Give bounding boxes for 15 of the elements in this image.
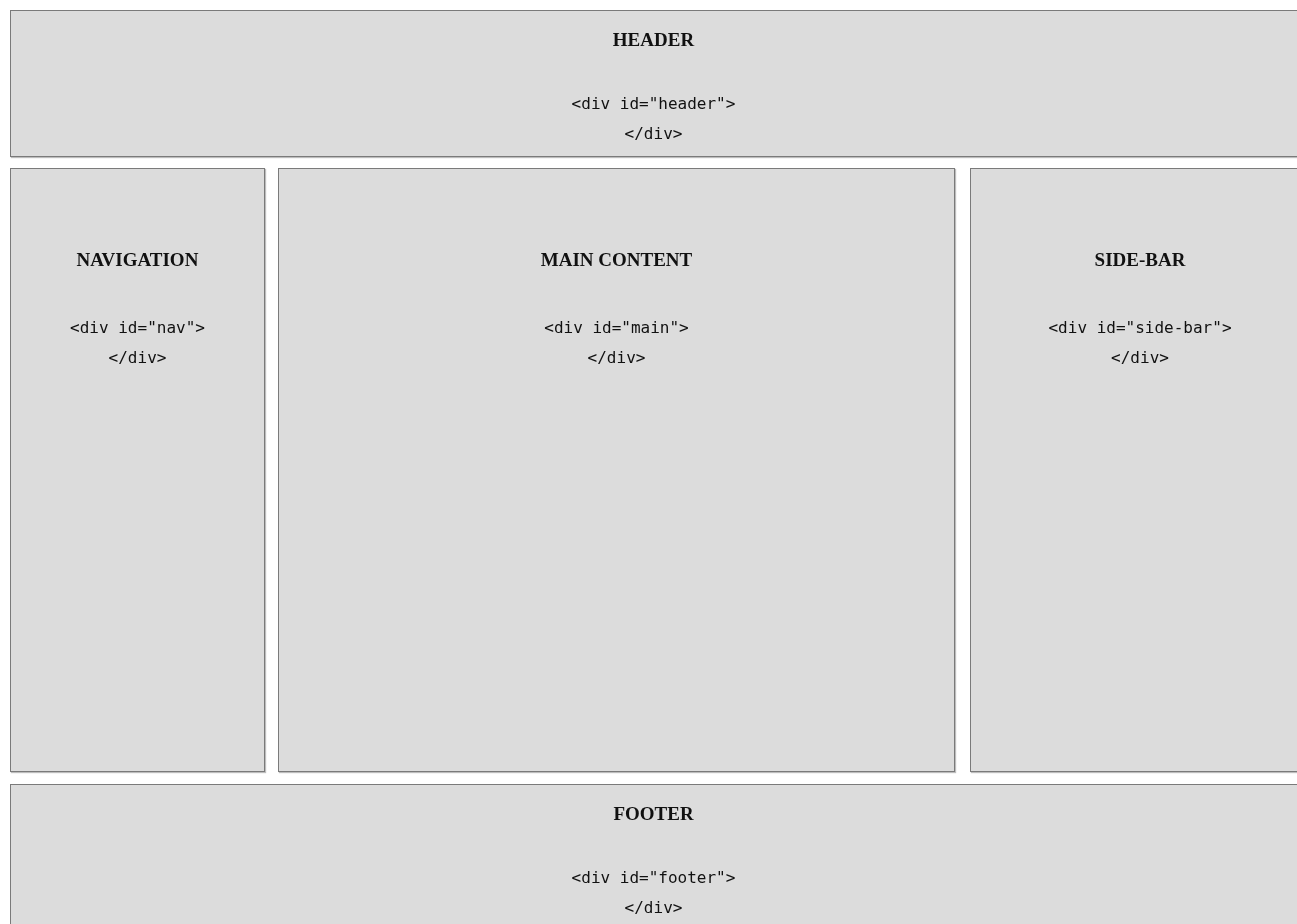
- layout-box: [970, 168, 1297, 772]
- layout-box: [10, 784, 1297, 924]
- code-snippet: <div id="nav"> </div>: [69, 317, 206, 369]
- layout-box: [10, 10, 1297, 157]
- code-snippet: <div id="footer"> </div>: [570, 867, 737, 919]
- layout-box: [10, 168, 265, 772]
- code-snippet: <div id="header"> </div>: [570, 93, 737, 145]
- box-heading: FOOTER: [612, 803, 695, 825]
- box-heading: MAIN CONTENT: [539, 249, 694, 271]
- code-snippet: <div id="side-bar"> </div>: [1047, 317, 1233, 369]
- box-heading: HEADER: [611, 29, 696, 51]
- box-heading: NAVIGATION: [75, 249, 200, 271]
- layout-box: [278, 168, 955, 772]
- box-heading: SIDE-BAR: [1093, 249, 1187, 271]
- code-snippet: <div id="main"> </div>: [543, 317, 690, 369]
